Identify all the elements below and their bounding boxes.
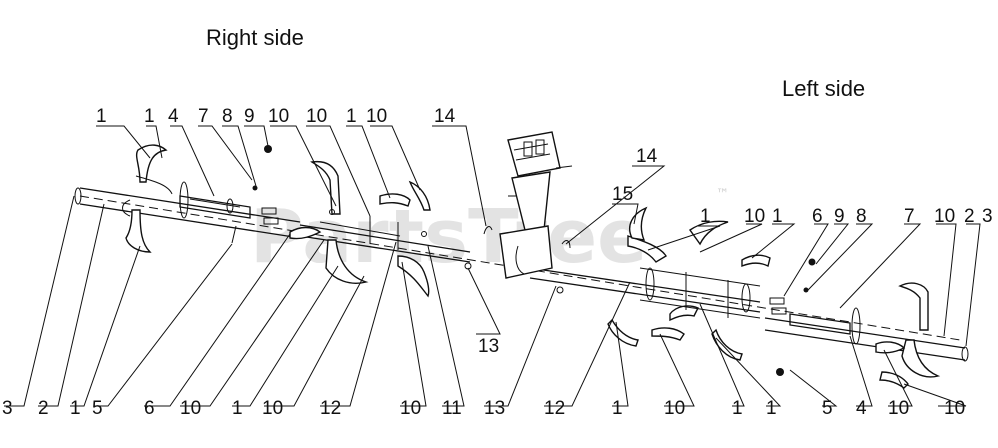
left-outer-tines [875, 282, 941, 389]
watermark-trademark: ™ [716, 187, 729, 202]
callout-label: 1 [766, 398, 777, 419]
title-right-side: Right side [206, 25, 304, 50]
callout-label: 1 [612, 398, 623, 419]
callout-label: 3 [2, 398, 13, 419]
callout-label: 14 [636, 146, 658, 167]
callout-label: 5 [92, 398, 103, 419]
callout-label: 10 [744, 206, 765, 227]
callout-label: 7 [904, 206, 915, 227]
callout-label: 12 [544, 398, 565, 419]
callout-label: 11 [442, 398, 462, 419]
callout-label: 1 [346, 106, 357, 127]
callout-label: 13 [484, 398, 505, 419]
callout-label: 1 [96, 106, 107, 127]
callout-label: 14 [434, 106, 456, 127]
callout-label: 4 [168, 106, 179, 127]
right-hub-assembly [179, 145, 279, 244]
callout-label: 8 [222, 106, 233, 127]
callout-label: 12 [320, 398, 341, 419]
callout-label: 9 [834, 206, 845, 227]
callout-label: 1 [144, 106, 155, 127]
callouts-top: 1 1 4 7 8 9 10 10 1 10 14 14 15 1 10 1 6… [96, 106, 993, 227]
main-shaft [74, 187, 969, 362]
callout-label: 10 [664, 398, 685, 419]
callout-label: 7 [198, 106, 209, 127]
callout-label: 10 [262, 398, 283, 419]
callout-label: 10 [180, 398, 201, 419]
callouts-bottom: 3 2 1 5 6 10 1 10 12 10 11 13 13 12 1 10… [2, 336, 965, 419]
left-hub-assembly [769, 258, 861, 376]
callout-label: 3 [982, 206, 993, 227]
callout-label: 10 [400, 398, 421, 419]
leader-lines [4, 125, 981, 407]
callout-label: 10 [888, 398, 909, 419]
callout-label: 10 [944, 398, 965, 419]
callout-label: 1 [732, 398, 743, 419]
left-middle-tines [607, 206, 771, 361]
callout-label: 6 [144, 398, 155, 419]
callout-label: 2 [964, 206, 975, 227]
callout-label: 1 [772, 206, 783, 227]
callout-label: 13 [478, 336, 499, 357]
callout-label: 1 [70, 398, 81, 419]
callout-label: 10 [268, 106, 289, 127]
callout-label: 1 [232, 398, 243, 419]
watermark-brand: PartsTree [250, 194, 647, 280]
title-left-side: Left side [782, 76, 865, 101]
callout-label: 9 [244, 106, 255, 127]
callout-label: 4 [856, 398, 867, 419]
callout-label: 10 [366, 106, 387, 127]
callout-label: 15 [612, 184, 633, 205]
callout-label: 6 [812, 206, 823, 227]
right-outer-tines [122, 144, 173, 253]
callout-label: 2 [38, 398, 49, 419]
callout-label: 1 [700, 206, 711, 227]
callout-label: 8 [856, 206, 867, 227]
callout-label: 5 [822, 398, 833, 419]
transmission-gearbox [464, 131, 573, 294]
callout-label: 10 [306, 106, 327, 127]
callout-label: 10 [934, 206, 955, 227]
